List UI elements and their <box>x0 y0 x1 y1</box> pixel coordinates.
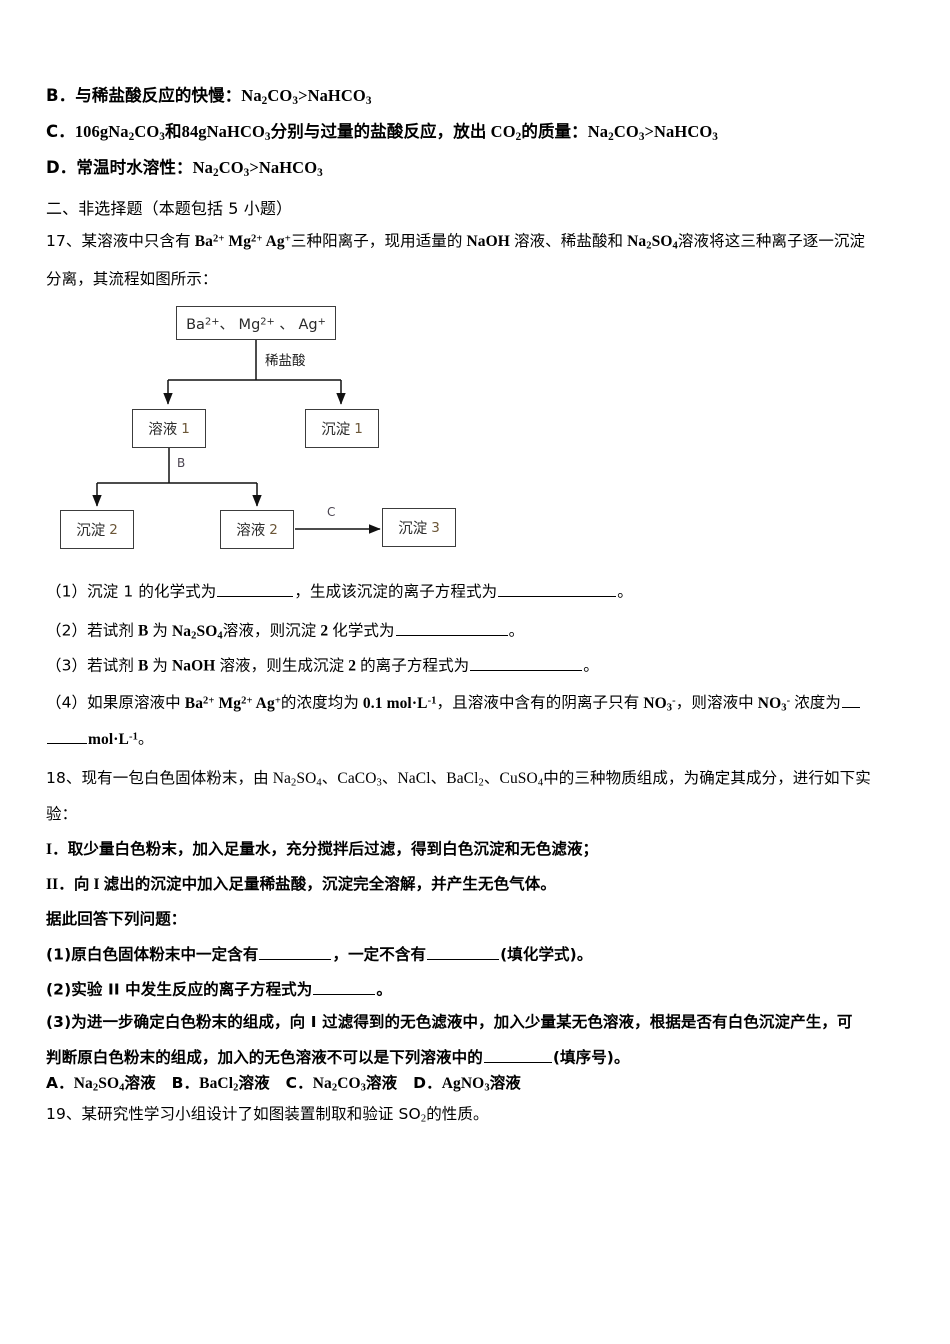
question-17-sub-4-line-2: mol·L-1。 <box>46 728 918 750</box>
question-18-sub-3-line-2: 判断原白色粉末的组成，加入的无色溶液不可以是下列溶液中的 (填序号)。 <box>46 1047 918 1068</box>
question-17-sub-2-period: 。 <box>508 621 525 640</box>
section-two-heading: 二、非选择题（本题包括 5 小题） <box>46 199 293 218</box>
question-17-sub-2: （2）若试剂 B 为 Na2SO4溶液，则沉淀 2 化学式为。 <box>46 620 525 642</box>
flowchart-box-ions: Ba2+、 Mg2+ 、 Ag+ <box>176 306 336 340</box>
question-18-sub-3-text-a: 判断原白色粉末的组成，加入的无色溶液不可以是下列溶液中的 <box>46 1048 483 1067</box>
flowchart-box-precipitate-1-label: 沉淀 <box>321 422 351 438</box>
question-19-subscript: 2 <box>420 1113 427 1125</box>
flowchart-box-precipitate-2-number: 2 <box>109 521 118 538</box>
question-18-option-d[interactable]: D．AgNO3溶液 <box>413 1074 521 1094</box>
question-18-step-1: I．取少量白色粉末，加入足量水，充分搅拌后过滤，得到白色沉淀和无色滤液； <box>46 840 599 858</box>
question-18-sub-1-blank-2[interactable] <box>427 944 500 960</box>
option-b-text: 与稀盐酸反应的快慢： <box>75 86 242 105</box>
question-17-sub-3-period: 。 <box>583 656 599 675</box>
question-19-number: 19、 <box>46 1105 82 1123</box>
question-19-text-b: 的性质。 <box>426 1105 489 1123</box>
question-17-stem-line-1: 17、某溶液中只含有 Ba2+ Mg2+ Ag+三种阳离子，现用适量的 NaOH… <box>46 232 866 252</box>
question-18-step-2: II．向 I 滤出的沉淀中加入足量稀盐酸，沉淀完全溶解，并产生无色气体。 <box>46 875 556 893</box>
option-c-letter: C <box>46 122 59 141</box>
flowchart-box-solution-2-label: 溶液 <box>236 523 266 539</box>
question-18-sub-1-text-b: ，一定不含有 <box>332 945 427 964</box>
question-17-sub-1-blank-1[interactable] <box>217 581 294 597</box>
question-18-sub-2: (2)实验 II 中发生反应的离子方程式为 。 <box>46 979 918 1000</box>
question-17-sub-1-text-a: （1）沉淀 1 的化学式为 <box>46 582 217 601</box>
question-18-sub-1-text-a: (1)原白色固体粉末中一定含有 <box>46 945 259 964</box>
option-b-formula: Na2CO3>NaHCO3 <box>241 86 372 107</box>
choice-option-c: C．106gNa2CO3和84gNaHCO3分别与过量的盐酸反应，放出 CO2的… <box>46 122 719 143</box>
question-18-sub-3-blank[interactable] <box>483 1047 552 1063</box>
question-18-options: A．Na2SO4溶液 B．BaCl2溶液 C．Na2CO3溶液 D．AgNO3溶… <box>46 1073 918 1094</box>
question-19-stem: 19、某研究性学习小组设计了如图装置制取和验证 SO2的性质。 <box>46 1104 918 1125</box>
question-17-stem-line-2: 分离，其流程如图所示： <box>46 270 218 288</box>
option-c-text: 106gNa2CO3和84gNaHCO3分别与过量的盐酸反应，放出 CO2的质量… <box>74 122 719 143</box>
question-17-sub-3-blank[interactable] <box>470 655 583 671</box>
question-18-sub-3-line-1: (3)为进一步确定白色粉末的组成，向 I 过滤得到的无色滤液中，加入少量某无色溶… <box>46 1013 853 1031</box>
question-17-sub-4-line-1: （4）如果原溶液中 Ba2+ Mg2+ Ag+的浓度均为 0.1 mol·L-1… <box>46 692 918 714</box>
question-17-sub-1: （1）沉淀 1 的化学式为 ，生成该沉淀的离子方程式为 。 <box>46 581 918 603</box>
question-17-sub-4-unit: mol·L-1 <box>88 730 138 748</box>
flowchart-box-solution-2-number: 2 <box>269 521 278 538</box>
option-d-letter: D <box>46 158 60 177</box>
flowchart-label-reagent-b: B <box>177 456 186 470</box>
question-17-sub-1-text-b: ，生成该沉淀的离子方程式为 <box>294 582 498 601</box>
flowchart-label-reagent-c: C <box>327 505 336 519</box>
question-18-number: 18、 <box>46 769 82 787</box>
flowchart-box-precipitate-3-number: 3 <box>431 519 440 536</box>
question-17-sub-4-period: 。 <box>137 729 154 748</box>
question-18-compounds: Na2SO4、CaCO3、NaCl、BaCl2、CuSO4 <box>272 769 544 789</box>
question-17-sub-3: （3）若试剂 B 为 NaOH 溶液，则生成沉淀 2 的离子方程式为。 <box>46 655 599 675</box>
question-18-sub-2-blank[interactable] <box>313 979 376 995</box>
flowchart-box-precipitate-3-label: 沉淀 <box>398 521 428 537</box>
question-18-option-c[interactable]: C．Na2CO3溶液 <box>285 1074 398 1094</box>
question-17-number: 17、 <box>46 232 82 250</box>
flowchart-box-solution-1-number: 1 <box>181 420 190 437</box>
question-18-sub-1-blank-1[interactable] <box>259 944 332 960</box>
question-18-step-2-label: II <box>46 876 59 893</box>
flowchart-box-ions-label: Ba2+、 Mg2+ 、 Ag+ <box>186 316 326 333</box>
question-18-sub-3-text-b: (填序号)。 <box>552 1048 630 1067</box>
question-18-sub-2-period: 。 <box>376 980 392 999</box>
question-17-sub-1-period: 。 <box>617 582 633 601</box>
question-18-option-a[interactable]: A．Na2SO4溶液 <box>46 1074 156 1094</box>
option-d-text: 常温时水溶性：Na2CO3>NaHCO3 <box>76 158 323 179</box>
question-18-stem-line-2: 验： <box>46 805 78 823</box>
flowchart-label-dilute-hcl: 稀盐酸 <box>265 353 306 369</box>
choice-option-b: B．与稀盐酸反应的快慢：Na2CO3>NaHCO3 <box>46 86 372 107</box>
flowchart-connectors <box>92 340 381 534</box>
question-18-prompt: 据此回答下列问题： <box>46 910 187 928</box>
question-19-text-a: 某研究性学习小组设计了如图装置制取和验证 SO <box>81 1105 421 1123</box>
choice-option-d: D．常温时水溶性：Na2CO3>NaHCO3 <box>46 158 323 179</box>
option-b-letter: B <box>46 86 59 105</box>
question-17-sub-1-blank-2[interactable] <box>498 581 617 597</box>
question-17-sub-4-blank-part-2[interactable] <box>47 728 87 744</box>
flowchart-box-solution-1-label: 溶液 <box>148 422 178 438</box>
question-17-sub-2-blank[interactable] <box>395 620 508 636</box>
question-18-stem-line-1: 18、现有一包白色固体粉末，由 Na2SO4、CaCO3、NaCl、BaCl2、… <box>46 769 871 789</box>
question-18-sub-1: (1)原白色固体粉末中一定含有 ，一定不含有 (填化学式)。 <box>46 944 918 965</box>
question-18-sub-1-text-c: (填化学式)。 <box>500 945 593 964</box>
question-18-step-1-label: I <box>46 841 53 858</box>
question-18-step-2-ref: I <box>93 876 100 893</box>
flowchart-box-precipitate-1-number: 1 <box>354 420 363 437</box>
flowchart-box-precipitate-2-label: 沉淀 <box>76 523 106 539</box>
question-18-sub-2-text-a: (2)实验 II 中发生反应的离子方程式为 <box>46 980 313 999</box>
question-18-option-b[interactable]: B．BaCl2溶液 <box>171 1074 270 1094</box>
question-17-sub-4-blank-part-1[interactable] <box>842 692 861 708</box>
